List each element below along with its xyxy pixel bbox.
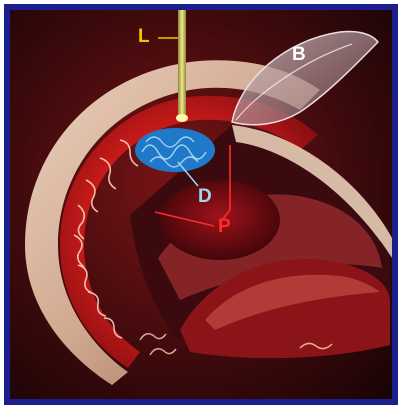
flap-label: B bbox=[292, 44, 306, 66]
ablation-label: D bbox=[198, 186, 212, 208]
ablation-zone bbox=[135, 128, 215, 172]
laser-label: L bbox=[138, 26, 150, 48]
laser-beam bbox=[178, 10, 186, 118]
laser-spot bbox=[176, 114, 188, 122]
pocket-label: P bbox=[218, 216, 231, 238]
